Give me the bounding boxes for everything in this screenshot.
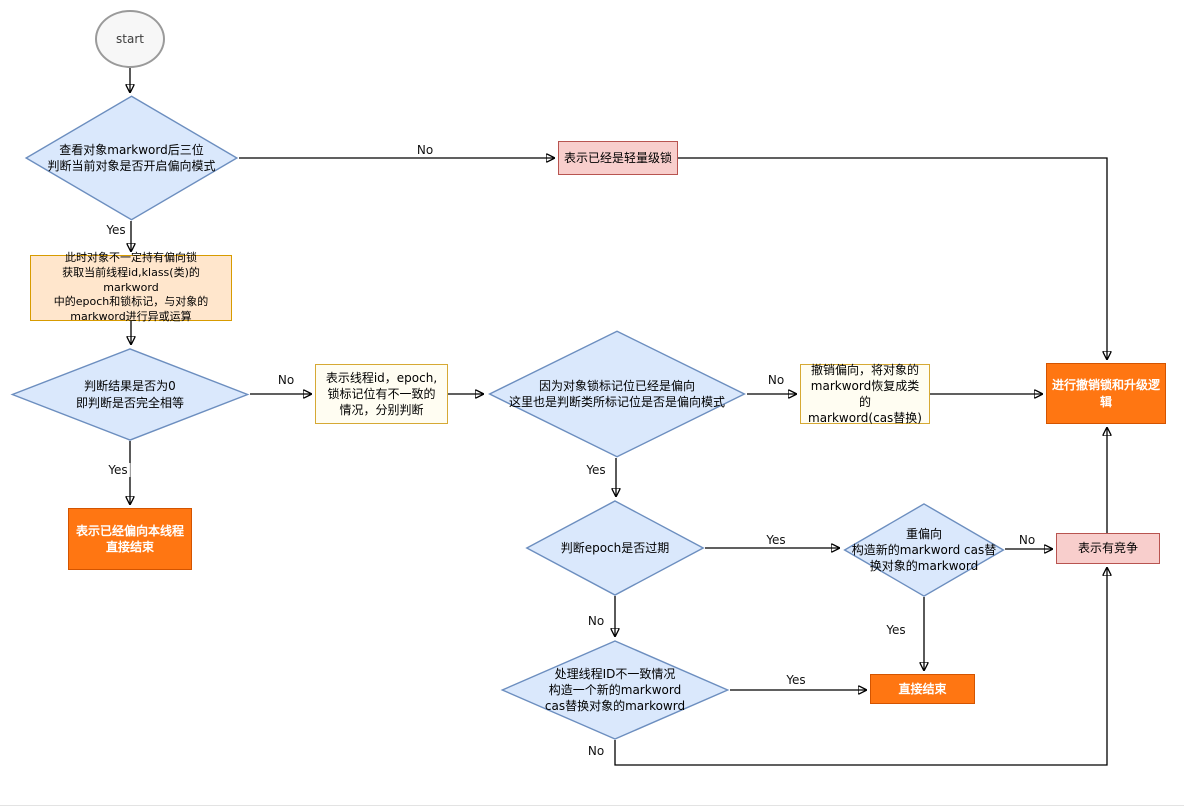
node-xor-markword: 此时对象不一定持有偏向锁 获取当前线程id,klass(类)的markword … <box>30 251 232 323</box>
edge-label-check-class-yes: Yes <box>583 463 609 477</box>
edge-label-rebias-yes: Yes <box>883 623 909 637</box>
node-rebias: 重偏向 构造新的markword cas替换对象的markword <box>843 503 1005 597</box>
node-check-zero: 判断结果是否为0 即判断是否完全相等 <box>10 348 250 441</box>
node-label: 表示已经偏向本线程 直接结束 <box>75 523 184 554</box>
node-label: 因为对象锁标记位已经是偏向 这里也是判断类所标记位是否是偏向模式 <box>508 378 725 409</box>
diamond-shape <box>500 640 730 740</box>
node-label: 进行撤销锁和升级逻辑 <box>1051 378 1160 409</box>
node-label: 此时对象不一定持有偏向锁 获取当前线程id,klass(类)的markword … <box>53 250 209 324</box>
node-label: 判断结果是否为0 即判断是否完全相等 <box>75 379 184 410</box>
node-label: 重偏向 构造新的markword cas替换对象的markword <box>851 526 997 574</box>
diamond-shape <box>843 503 1005 597</box>
edge-lightweight-to-revoke-upgrade <box>678 157 1107 359</box>
node-contention: 表示有竞争 <box>1056 533 1160 564</box>
node-label: 查看对象markword后三位 判断当前对象是否开启偏向模式 <box>47 142 216 173</box>
node-label: 判断epoch是否过期 <box>560 540 670 555</box>
node-label: start <box>116 31 144 46</box>
edge-label-thread-id-yes: Yes <box>783 673 809 687</box>
node-revoke-upgrade: 进行撤销锁和升级逻辑 <box>1046 363 1166 424</box>
edge-thread-id-no <box>614 568 1107 766</box>
edge-label-check-epoch-yes: Yes <box>763 533 789 547</box>
diamond-shape <box>24 95 239 221</box>
edge-label-check-zero-no: No <box>274 373 298 387</box>
node-label: 直接结束 <box>898 681 947 696</box>
node-thread-id-mismatch: 处理线程ID不一致情况 构造一个新的markword cas替换对象的marko… <box>500 640 730 740</box>
diamond-shape <box>525 500 705 596</box>
edge-label-rebias-no: No <box>1015 533 1039 547</box>
node-direct-end: 直接结束 <box>870 674 975 704</box>
edge-label-check-markword-no: No <box>413 143 437 157</box>
node-already-biased: 表示已经偏向本线程 直接结束 <box>68 508 192 570</box>
node-lightweight-lock: 表示已经是轻量级锁 <box>558 141 678 175</box>
node-label: 表示已经是轻量级锁 <box>563 150 672 165</box>
diamond-shape <box>487 330 747 458</box>
edge-label-check-class-no: No <box>764 373 788 387</box>
node-revoke-bias: 撤销偏向，将对象的 markword恢复成类的 markword(cas替换) <box>800 363 930 425</box>
node-label: 表示有竞争 <box>1077 541 1138 556</box>
node-label: 撤销偏向，将对象的 markword恢复成类的 markword(cas替换) <box>808 362 922 426</box>
edge-label-thread-id-no: No <box>584 744 608 758</box>
node-check-class-bias: 因为对象锁标记位已经是偏向 这里也是判断类所标记位是否是偏向模式 <box>487 330 747 458</box>
node-check-epoch: 判断epoch是否过期 <box>525 500 705 596</box>
node-check-markword: 查看对象markword后三位 判断当前对象是否开启偏向模式 <box>24 95 239 221</box>
node-start: start <box>95 10 165 68</box>
edge-label-check-markword-yes: Yes <box>103 223 129 237</box>
node-inconsistent: 表示线程id，epoch, 锁标记位有不一致的 情况，分别判断 <box>315 364 448 424</box>
node-label: 处理线程ID不一致情况 构造一个新的markword cas替换对象的marko… <box>544 666 686 714</box>
node-label: 表示线程id，epoch, 锁标记位有不一致的 情况，分别判断 <box>325 370 438 418</box>
edge-label-check-zero-yes: Yes <box>105 463 131 477</box>
edge-label-check-epoch-no: No <box>584 614 608 628</box>
diamond-shape <box>10 348 250 441</box>
